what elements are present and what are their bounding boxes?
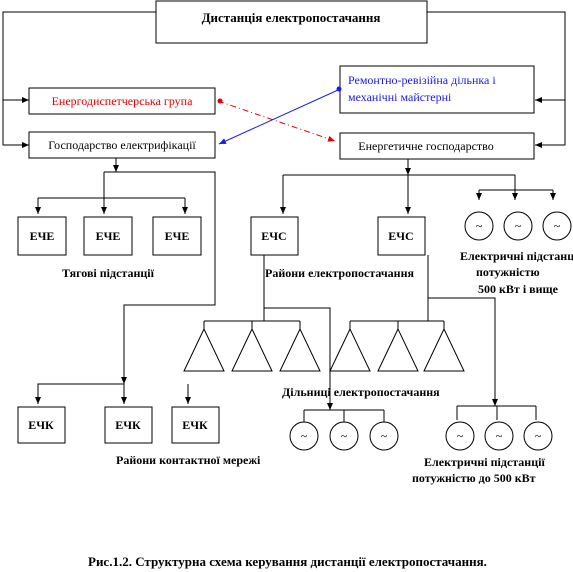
- substations-big-line1: Електричні підстанції: [460, 249, 573, 263]
- energy-dispatch-node: Енергодиспетчерська група: [28, 87, 216, 115]
- title-label: Дистанція електропостачання: [202, 10, 381, 25]
- supply-sections-label: Дільниці електропостачання: [282, 385, 440, 399]
- edge-dispatch-energy: [217, 100, 336, 142]
- dispatch-connector-dot: [217, 98, 223, 104]
- echs-label-1: ЕЧС: [261, 229, 286, 243]
- electrification-label: Господарство електрифікації: [48, 138, 196, 152]
- generator-icon: ~: [301, 429, 308, 443]
- section-triangle-4: [329, 327, 371, 372]
- generator-small-2: ~: [329, 421, 359, 451]
- echk-node-1: ЕЧК: [17, 406, 66, 444]
- energy-label: Енергетичне господарство: [358, 139, 494, 153]
- generator-small-5: ~: [484, 421, 514, 451]
- eche-node-1: ЕЧЕ: [17, 216, 67, 256]
- edge-echs2-branch: [427, 255, 496, 403]
- substations-big-line3: 500 кВт і вище: [478, 282, 559, 296]
- echk-label-2: ЕЧК: [115, 418, 141, 432]
- generator-small-3: ~: [369, 421, 399, 451]
- edge-gen-small-bus-2: [456, 405, 537, 420]
- figure-caption: Рис.1.2. Структурна схема керування дист…: [88, 554, 487, 569]
- edge-title-repair: [427, 11, 566, 103]
- energy-dispatch-label: Енергодиспетчерська група: [52, 94, 194, 108]
- substations-big-line2: потужністю: [476, 265, 540, 279]
- generator-icon: ~: [515, 219, 522, 233]
- energy-node: Енергетичне господарство: [339, 132, 535, 160]
- echs-node-2: ЕЧС: [377, 216, 426, 256]
- edge-echk-bus: [37, 171, 216, 404]
- edge-sections-bus-2: [349, 320, 445, 329]
- generator-small-6: ~: [523, 421, 553, 451]
- echk-node-3: ЕЧК: [171, 406, 220, 444]
- section-triangle-1: [183, 327, 225, 372]
- edge-title-electrification: [2, 100, 29, 148]
- repair-connector-dot: [336, 86, 342, 92]
- generator-icon: ~: [381, 429, 388, 443]
- section-triangle-5: [377, 327, 419, 372]
- substations-small-line2: потужністю до 500 кВт: [412, 471, 536, 485]
- section-triangle-6: [423, 327, 465, 372]
- contact-regions-label: Райони контактної мережі: [116, 453, 261, 467]
- edge-title-dispatch: [2, 11, 156, 103]
- echk-label-1: ЕЧК: [28, 418, 54, 432]
- generator-big-2: ~: [503, 211, 533, 241]
- edge-sections-bus-1: [203, 320, 301, 329]
- generator-icon: ~: [476, 219, 483, 233]
- echk-node-2: ЕЧК: [104, 406, 153, 444]
- generator-big-3: ~: [542, 211, 572, 241]
- repair-audit-line1: Ремонтно-ревізійна дільнка і: [348, 73, 496, 87]
- echs-node-1: ЕЧС: [250, 216, 299, 256]
- electrification-node: Господарство електрифікації: [28, 131, 216, 159]
- eche-label-1: ЕЧЕ: [30, 229, 55, 243]
- edge-repair-electrification: [218, 89, 339, 145]
- section-triangle-3: [279, 327, 321, 372]
- eche-node-3: ЕЧЕ: [152, 216, 202, 256]
- section-triangle-2: [231, 327, 273, 372]
- generator-small-1: ~: [289, 421, 319, 451]
- edge-title-energy: [535, 100, 566, 148]
- repair-audit-node: Ремонтно-ревізійна дільнка і механічні м…: [339, 65, 535, 114]
- generator-icon: ~: [535, 429, 542, 443]
- generator-icon: ~: [457, 429, 464, 443]
- edge-gen-small-bus-1: [303, 409, 385, 422]
- generator-icon: ~: [496, 429, 503, 443]
- eche-label-2: ЕЧЕ: [96, 229, 121, 243]
- traction-label: Тягові підстанції: [62, 266, 155, 280]
- eche-label-3: ЕЧЕ: [165, 229, 190, 243]
- substations-small-line1: Електричні підстанції: [424, 455, 545, 469]
- eche-node-2: ЕЧЕ: [83, 216, 133, 256]
- repair-audit-line2: механічні майстерні: [348, 90, 452, 104]
- generator-icon: ~: [554, 219, 561, 233]
- echk-label-3: ЕЧК: [182, 418, 208, 432]
- generator-icon: ~: [341, 429, 348, 443]
- edge-energy-bus: [282, 159, 554, 213]
- title-node: Дистанція електропостачання: [155, 0, 428, 44]
- edge-echs1-branch: [263, 255, 331, 408]
- supply-regions-label: Райони електропостачання: [265, 266, 414, 280]
- generator-small-4: ~: [445, 421, 475, 451]
- echs-label-2: ЕЧС: [388, 229, 413, 243]
- edge-eche-bus: [37, 172, 186, 214]
- generator-big-1: ~: [464, 211, 494, 241]
